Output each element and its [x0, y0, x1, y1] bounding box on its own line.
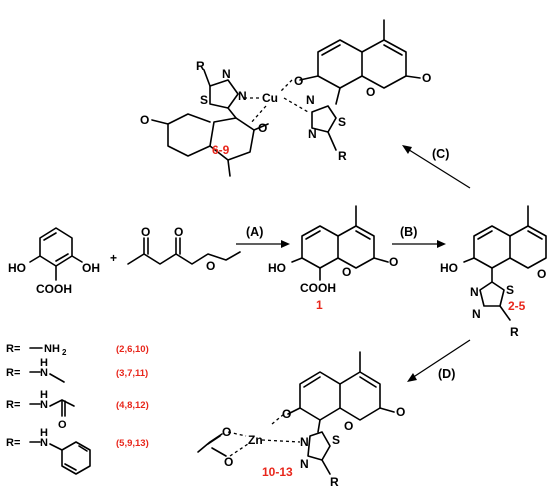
cu-label: Cu	[262, 91, 278, 105]
ethyl-acetoacetate: O O O	[127, 225, 241, 273]
cu-left-n1: N	[222, 67, 231, 81]
svg-text:NH: NH	[44, 343, 60, 355]
svg-text:R=: R=	[6, 367, 20, 379]
acetate-o1: O	[222, 425, 231, 439]
svg-text:H: H	[40, 357, 48, 369]
svg-text:(3,7,11): (3,7,11)	[116, 368, 148, 379]
svg-text:N: N	[40, 437, 48, 449]
compound-2-5: HO O N N S R 2-5	[440, 205, 547, 339]
compound-2-5-number: 2-5	[508, 299, 526, 313]
zn-n1: N	[300, 435, 309, 449]
zn-ring-o: O	[344, 419, 353, 433]
svg-text:H: H	[40, 389, 48, 401]
cu-upper-o-label: O	[294, 74, 303, 88]
ester-carbonyl-o: O	[174, 225, 183, 239]
dihydroxybenzoic-acid: HO OH COOH	[8, 227, 100, 296]
cu-complex-number: 6-9	[212, 143, 230, 157]
cu-left-r: R	[196, 59, 205, 73]
c1-ring-o: O	[342, 265, 351, 279]
c1-carboxyl: COOH	[300, 281, 336, 295]
step-b-label: (B)	[400, 225, 417, 239]
svg-text:N: N	[40, 367, 48, 379]
arrow-c	[405, 147, 471, 189]
zn-o-label: O	[282, 407, 291, 421]
c2-r: R	[510, 325, 519, 339]
cu-lower-o-label: O	[258, 121, 267, 135]
svg-text:(2,6,10): (2,6,10)	[116, 344, 149, 355]
svg-text:R=: R=	[6, 343, 20, 355]
hydroxy-right: OH	[82, 261, 100, 275]
svg-text:R=: R=	[6, 399, 20, 411]
c1-carbonyl-o: O	[389, 255, 398, 269]
compound-1: HO O O COOH 1	[268, 205, 398, 312]
c2-n1: N	[470, 285, 479, 299]
zn-carbonyl-o: O	[396, 405, 405, 419]
zn-s: S	[332, 433, 340, 447]
c2-ring-o: O	[537, 267, 546, 281]
arrow-d	[411, 339, 471, 379]
hydroxy-left: HO	[8, 261, 26, 275]
substituent-legend: R= NH 2 (2,6,10) R= H N (3,7,11) R= H N …	[6, 343, 149, 475]
c2-hydroxy: HO	[440, 261, 458, 275]
svg-text:N: N	[40, 399, 48, 411]
acetate-o2: O	[224, 455, 233, 469]
substituent-row: R= H N (5,9,13)	[6, 427, 149, 475]
substituent-row: R= NH 2 (2,6,10)	[6, 343, 149, 357]
zn-complex-number: 10-13	[262, 465, 293, 479]
zn-r: R	[330, 475, 339, 489]
svg-text:(5,9,13): (5,9,13)	[116, 438, 149, 449]
svg-text:H: H	[40, 427, 48, 439]
substituent-row: R= H N (3,7,11)	[6, 357, 148, 383]
cu-complex: O O O Cu N N S R N N S R O O 6-9	[140, 19, 431, 177]
cu-lower-carbonyl-o: O	[140, 113, 149, 127]
c1-hydroxy: HO	[268, 261, 286, 275]
cu-right-n1: N	[306, 93, 315, 107]
cu-right-s: S	[338, 115, 346, 129]
step-d-label: (D)	[438, 367, 455, 381]
step-a-label: (A)	[246, 225, 263, 239]
step-c-label: (C)	[432, 147, 449, 161]
cu-upper-ring-o: O	[366, 85, 375, 99]
cu-right-r: R	[338, 149, 347, 163]
carboxyl-group: COOH	[36, 282, 72, 296]
cu-upper-carbonyl-o: O	[422, 71, 431, 85]
keto-o: O	[141, 225, 150, 239]
cu-right-n2: N	[308, 127, 317, 141]
compound-1-number: 1	[316, 298, 323, 312]
cu-left-s: S	[200, 93, 208, 107]
svg-text:2: 2	[62, 348, 67, 357]
ester-o: O	[206, 259, 215, 273]
zn-n2: N	[300, 457, 309, 471]
svg-text:O: O	[58, 419, 67, 431]
c2-n2: N	[472, 307, 481, 321]
zn-complex: O O O Zn N N S R O O 10-13	[197, 351, 405, 489]
zn-label: Zn	[248, 433, 263, 447]
c2-s: S	[506, 283, 514, 297]
substituent-row: R= H N O (4,8,12)	[6, 389, 149, 431]
svg-text:(4,8,12): (4,8,12)	[116, 400, 149, 411]
svg-text:R=: R=	[6, 437, 20, 449]
cu-left-n2: N	[238, 89, 247, 103]
plus-sign: +	[110, 251, 117, 265]
